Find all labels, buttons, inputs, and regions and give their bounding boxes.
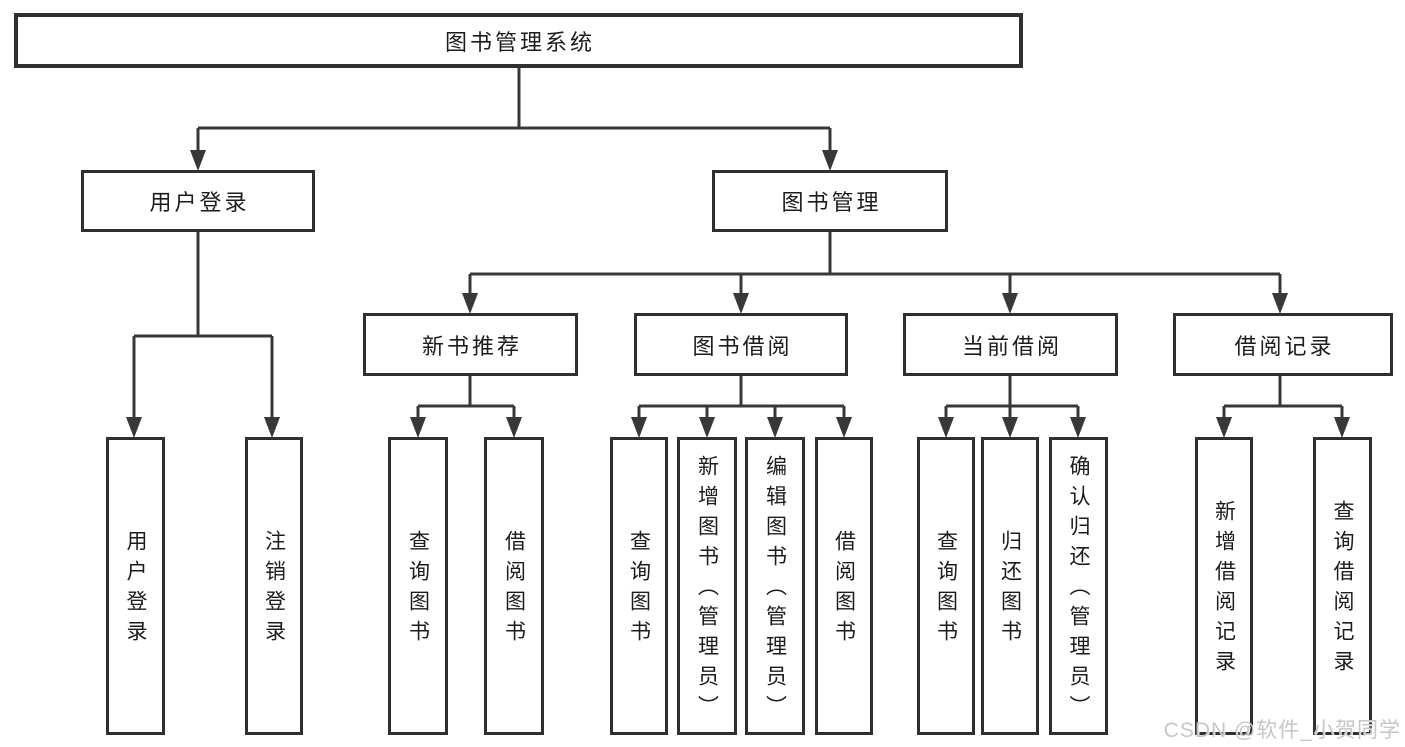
leaf-label: 借阅图书 xyxy=(502,530,526,650)
node-user-login: 用户登录 xyxy=(81,170,315,232)
node-current-borrow: 当前借阅 xyxy=(903,313,1118,376)
arrowhead-icon xyxy=(836,417,852,438)
leaf-confirm-return-admin: 确认归还（管理员） xyxy=(1049,437,1108,735)
arrowhead-icon xyxy=(1002,417,1018,438)
leaf-query-borrow-record: 查询借阅记录 xyxy=(1313,437,1372,735)
arrowhead-icon xyxy=(506,417,522,438)
node-new-book-recommend: 新书推荐 xyxy=(363,313,578,376)
arrowhead-icon xyxy=(462,293,478,314)
leaf-user-login: 用户登录 xyxy=(106,437,165,735)
leaf-label: 借阅图书 xyxy=(832,530,856,650)
arrowhead-icon xyxy=(767,417,783,438)
leaf-recommend-query-book: 查询图书 xyxy=(388,437,448,735)
node-label: 用户登录 xyxy=(149,190,250,215)
node-book-borrow: 图书借阅 xyxy=(634,313,848,376)
leaf-label: 注销登录 xyxy=(262,530,286,650)
leaf-return-book: 归还图书 xyxy=(981,437,1039,735)
node-label: 图书管理 xyxy=(781,190,882,215)
node-book-management: 图书管理 xyxy=(712,170,948,232)
arrowhead-icon xyxy=(631,417,647,438)
leaf-borrow-book: 借阅图书 xyxy=(815,437,873,735)
leaf-add-book-admin: 新增图书（管理员） xyxy=(677,437,737,735)
arrowhead-icon xyxy=(1334,417,1350,438)
leaf-label: 查询图书 xyxy=(627,530,651,650)
leaf-label: 用户登录 xyxy=(124,530,147,650)
leaf-logout: 注销登录 xyxy=(245,437,303,735)
arrowhead-icon xyxy=(938,417,954,438)
arrowhead-icon xyxy=(699,417,715,438)
node-label: 当前借阅 xyxy=(961,333,1062,359)
arrowhead-icon xyxy=(733,293,749,314)
leaf-label: 查询图书 xyxy=(406,530,430,650)
arrowhead-icon xyxy=(1216,417,1232,438)
leaf-label: 新增借阅记录 xyxy=(1212,500,1236,680)
arrowhead-icon xyxy=(264,417,280,438)
leaf-add-borrow-record: 新增借阅记录 xyxy=(1195,437,1253,735)
arrowhead-icon xyxy=(1070,417,1086,438)
node-label: 图书借阅 xyxy=(692,333,793,359)
csdn-watermark: CSDN @软件_小贺同学 xyxy=(1163,719,1401,742)
arrowhead-icon xyxy=(822,150,838,171)
arrowhead-icon xyxy=(126,417,142,438)
leaf-borrow-query-book: 查询图书 xyxy=(610,437,668,735)
leaf-label: 确认归还（管理员） xyxy=(1067,455,1090,725)
arrowhead-icon xyxy=(1002,293,1018,314)
leaf-label: 查询借阅记录 xyxy=(1331,500,1354,680)
arrowhead-icon xyxy=(190,150,206,171)
leaf-label: 查询图书 xyxy=(934,530,958,650)
node-borrow-records: 借阅记录 xyxy=(1173,313,1393,376)
leaf-current-query-book: 查询图书 xyxy=(917,437,975,735)
leaf-recommend-borrow-book: 借阅图书 xyxy=(484,437,544,735)
arrowhead-icon xyxy=(1272,293,1288,314)
node-label: 图书管理系统 xyxy=(444,29,595,55)
leaf-label: 编辑图书（管理员） xyxy=(763,455,787,725)
node-library-system: 图书管理系统 xyxy=(14,13,1023,68)
leaf-label: 新增图书（管理员） xyxy=(695,455,719,725)
leaf-edit-book-admin: 编辑图书（管理员） xyxy=(745,437,805,735)
node-label: 借阅记录 xyxy=(1234,333,1335,359)
arrowhead-icon xyxy=(410,417,426,438)
leaf-label: 归还图书 xyxy=(998,530,1022,650)
node-label: 新书推荐 xyxy=(421,333,522,359)
